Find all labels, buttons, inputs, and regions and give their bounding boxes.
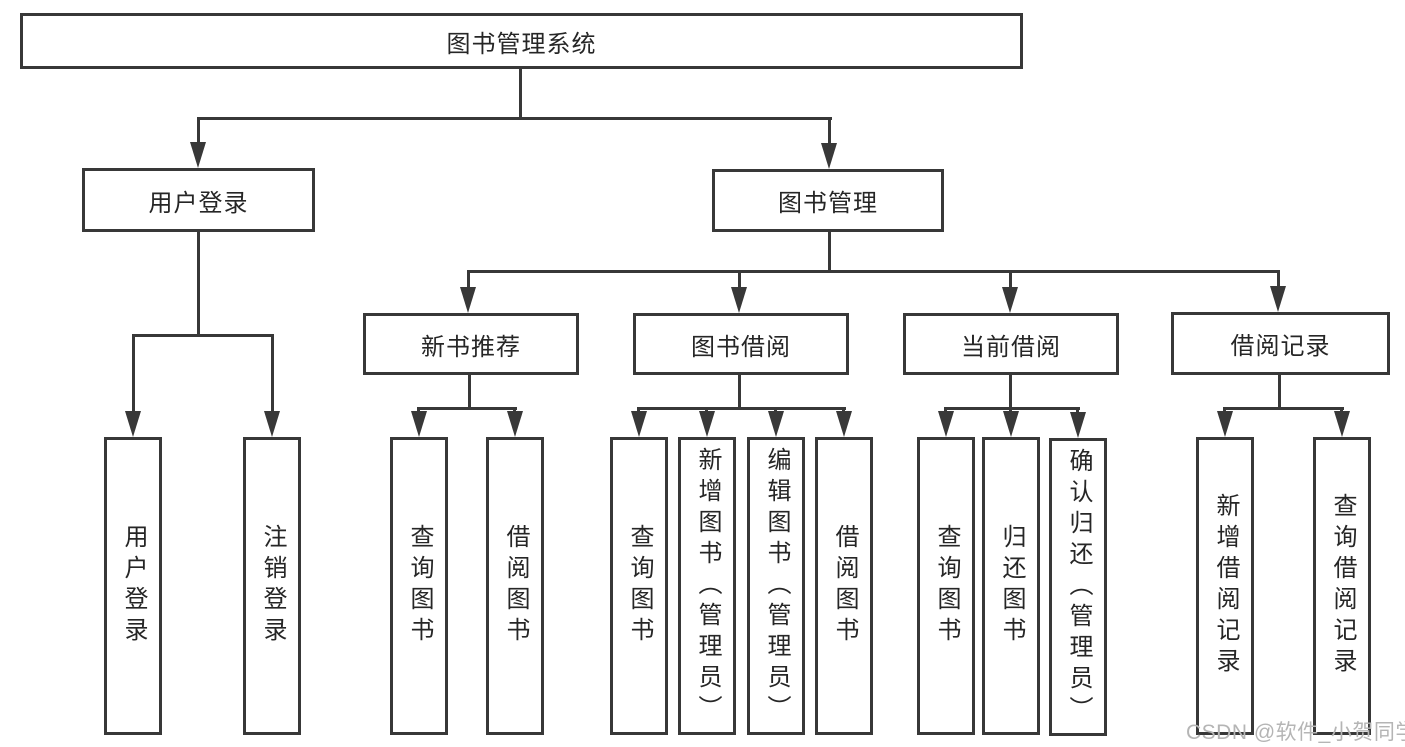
leaf-query-books-3: 查询图书 xyxy=(917,437,975,735)
node-current-borrow: 当前借阅 xyxy=(903,313,1119,375)
connector-stem xyxy=(197,117,200,144)
connector-stem xyxy=(1076,407,1079,413)
leaf-edit-books-admin: 编辑图书（管理员） xyxy=(747,437,805,735)
connector-stem xyxy=(828,117,831,144)
connector-userlogin-branch xyxy=(132,334,274,337)
leaf-logout-label: 注销登录 xyxy=(259,524,286,648)
connector-newbooks-branch xyxy=(417,407,517,410)
connector-newbooks-stem xyxy=(468,375,471,409)
leaf-user-login: 用户登录 xyxy=(104,437,162,735)
arrowhead xyxy=(1070,412,1086,438)
connector-stem xyxy=(513,407,516,413)
connector-currentborrow-branch xyxy=(945,407,1080,410)
leaf-query-books-1: 查询图书 xyxy=(390,437,448,735)
leaf-query-books-2-label: 查询图书 xyxy=(626,524,653,648)
leaf-query-borrow-record: 查询借阅记录 xyxy=(1313,437,1371,735)
leaf-confirm-return-admin-label: 确认归还（管理员） xyxy=(1065,447,1092,727)
node-book-management-label: 图书管理 xyxy=(778,190,878,217)
arrowhead xyxy=(507,411,523,437)
node-new-book-recommend: 新书推荐 xyxy=(363,313,579,375)
arrowhead xyxy=(938,411,954,437)
node-book-borrow-label: 图书借阅 xyxy=(691,333,791,361)
leaf-query-books-3-label: 查询图书 xyxy=(933,524,960,648)
connector-stem xyxy=(1223,407,1226,413)
leaf-query-borrow-record-label: 查询借阅记录 xyxy=(1329,493,1356,679)
arrowhead xyxy=(190,142,206,168)
connector-stem xyxy=(1277,270,1280,287)
leaf-add-borrow-record-label: 新增借阅记录 xyxy=(1212,493,1239,679)
arrowhead xyxy=(1270,286,1286,312)
arrowhead xyxy=(836,411,852,437)
leaf-confirm-return-admin: 确认归还（管理员） xyxy=(1049,438,1107,736)
csdn-watermark: CSDN @软件_小贺同学 xyxy=(1186,721,1405,744)
arrowhead xyxy=(411,411,427,437)
arrowhead xyxy=(460,287,476,313)
leaf-query-books-1-label: 查询图书 xyxy=(406,524,433,648)
node-borrow-records-label: 借阅记录 xyxy=(1230,333,1331,360)
leaf-return-books-label: 归还图书 xyxy=(998,524,1025,648)
node-book-borrow: 图书借阅 xyxy=(633,313,849,375)
connector-bookmgmt-branch xyxy=(467,270,1280,273)
connector-root-branch xyxy=(197,117,832,120)
leaf-borrow-books-2-label: 借阅图书 xyxy=(831,524,858,648)
connector-stem xyxy=(132,334,135,412)
connector-stem xyxy=(637,407,640,413)
node-borrow-records: 借阅记录 xyxy=(1171,312,1390,375)
arrowhead xyxy=(631,411,647,437)
arrowhead xyxy=(1002,287,1018,313)
connector-stem xyxy=(1009,270,1012,288)
leaf-borrow-books-1-label: 借阅图书 xyxy=(502,524,529,648)
node-root-label: 图书管理系统 xyxy=(446,30,597,58)
leaf-add-books-admin-label: 新增图书（管理员） xyxy=(694,446,721,726)
leaf-borrow-books-1: 借阅图书 xyxy=(486,437,544,735)
node-user-login-label: 用户登录 xyxy=(148,189,249,217)
arrowhead xyxy=(821,143,837,169)
node-user-login: 用户登录 xyxy=(82,168,315,232)
arrowhead xyxy=(768,411,784,437)
connector-stem xyxy=(1340,407,1343,413)
connector-stem xyxy=(705,407,708,413)
leaf-edit-books-admin-label: 编辑图书（管理员） xyxy=(763,446,790,726)
arrowhead xyxy=(1217,411,1233,437)
connector-borrowrecords-branch xyxy=(1224,407,1344,410)
leaf-logout: 注销登录 xyxy=(243,437,301,735)
connector-bookmgmt-stem xyxy=(828,232,831,272)
leaf-borrow-books-2: 借阅图书 xyxy=(815,437,873,735)
connector-userlogin-stem xyxy=(197,232,200,336)
connector-currentborrow-stem xyxy=(1009,375,1012,409)
connector-stem xyxy=(944,407,947,413)
connector-root-stem xyxy=(519,69,522,119)
arrowhead xyxy=(1003,411,1019,437)
connector-stem xyxy=(774,407,777,413)
arrowhead xyxy=(731,287,747,313)
arrowhead xyxy=(264,411,280,437)
leaf-add-borrow-record: 新增借阅记录 xyxy=(1196,437,1254,735)
leaf-return-books: 归还图书 xyxy=(982,437,1040,735)
connector-stem xyxy=(738,270,741,288)
connector-stem xyxy=(1009,407,1012,413)
connector-borrowrecords-stem xyxy=(1278,375,1281,409)
leaf-user-login-label: 用户登录 xyxy=(120,524,147,648)
connector-stem xyxy=(417,407,420,413)
arrowhead xyxy=(125,411,141,437)
leaf-query-books-2: 查询图书 xyxy=(610,437,668,735)
connector-stem xyxy=(842,407,845,413)
connector-stem xyxy=(271,334,274,412)
node-book-management: 图书管理 xyxy=(712,169,944,232)
arrowhead xyxy=(1334,411,1350,437)
node-new-book-recommend-label: 新书推荐 xyxy=(421,333,521,361)
arrowhead xyxy=(699,411,715,437)
connector-bookborrow-branch xyxy=(638,407,846,410)
connector-bookborrow-stem xyxy=(738,375,741,409)
connector-stem xyxy=(467,270,470,288)
node-root: 图书管理系统 xyxy=(20,13,1023,69)
leaf-add-books-admin: 新增图书（管理员） xyxy=(678,437,736,735)
node-current-borrow-label: 当前借阅 xyxy=(961,333,1061,361)
